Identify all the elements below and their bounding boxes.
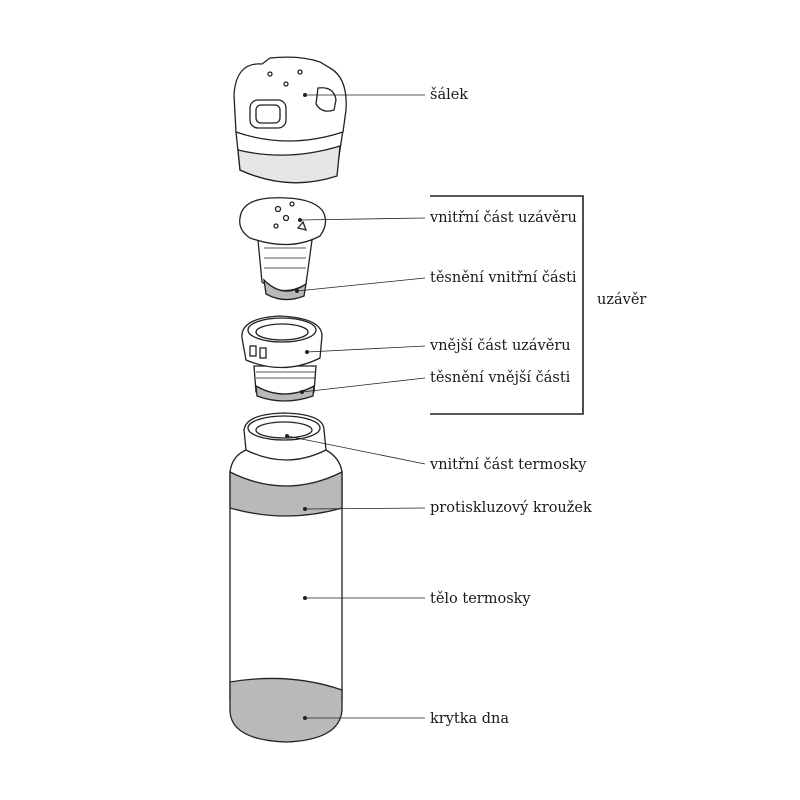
label-inner-seal: těsnění vnitřní části	[430, 270, 577, 286]
inner-lid-drawing	[239, 197, 327, 301]
label-grip-ring: protiskluzový kroužek	[430, 500, 592, 516]
label-bottom-cap: krytka dna	[430, 711, 510, 727]
label-outer-seal: těsnění vnější části	[430, 370, 571, 386]
leader-lines	[286, 94, 426, 719]
label-inner-lid: vnitřní část uzávěru	[430, 210, 577, 226]
label-body: tělo termosky	[430, 591, 531, 607]
label-lid-group: uzávěr	[597, 292, 647, 308]
leader-dots	[285, 93, 309, 720]
label-cup: šálek	[430, 87, 469, 103]
cup-drawing	[233, 56, 347, 184]
lid-group-bracket	[430, 195, 584, 415]
label-inner-flask: vnitřní část termosky	[430, 457, 587, 473]
label-outer-lid: vnější část uzávěru	[430, 338, 571, 354]
thermos-body-drawing	[229, 412, 343, 743]
outer-lid-drawing	[241, 315, 323, 402]
